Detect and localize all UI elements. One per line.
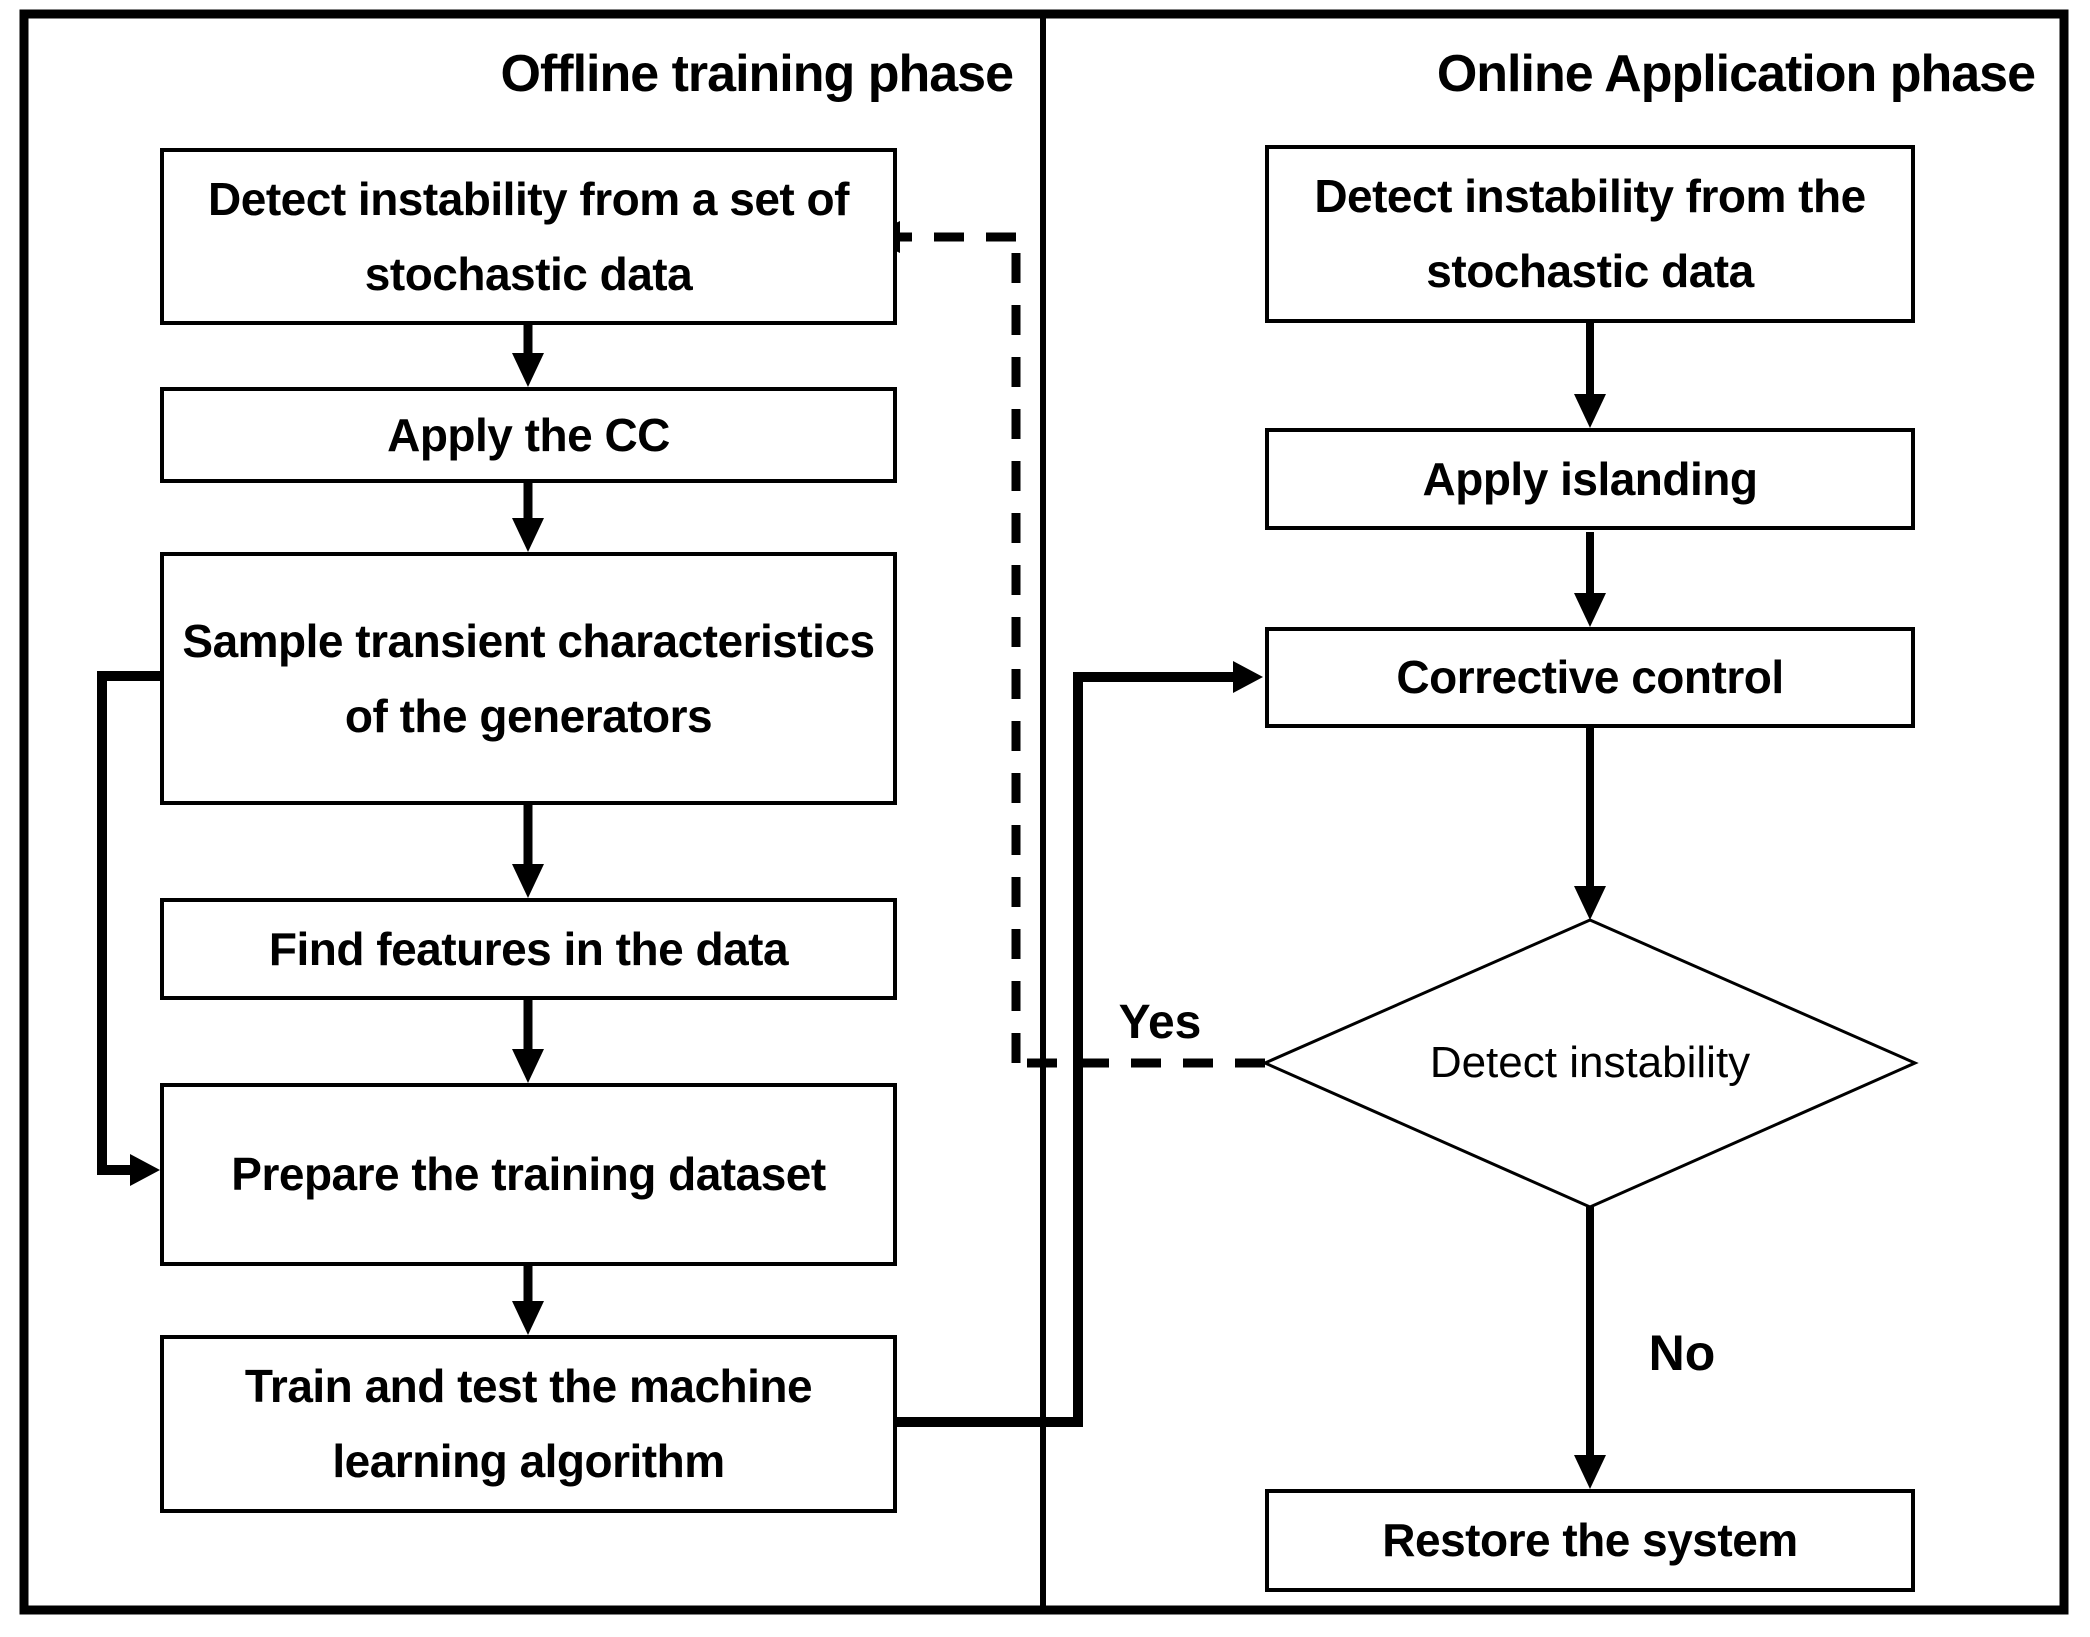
online-phase-title: Online Application phase <box>1436 45 2036 103</box>
train-to-corrective-line <box>897 661 1263 1427</box>
online-step-detect-instability: Detect instability from the stochastic d… <box>1265 145 1915 323</box>
offline-step-apply-cc: Apply the CC <box>160 387 897 483</box>
online-step-corrective-control: Corrective control <box>1265 627 1915 728</box>
online-step-apply-islanding: Apply islanding <box>1265 428 1915 530</box>
sample-to-prepare-feedback-line <box>97 671 160 1186</box>
offline-step-prepare-dataset: Prepare the training dataset <box>160 1083 897 1266</box>
decision-diamond <box>1261 918 1919 1209</box>
online-flow-arrows <box>1574 323 1606 1489</box>
no-branch-label: No <box>1648 1325 1716 1381</box>
offline-step-sample-transient: Sample transient characteristics of the … <box>160 552 897 805</box>
offline-flow-arrows <box>512 325 544 1335</box>
offline-step-find-features: Find features in the data <box>160 898 897 1000</box>
offline-step-detect-instability: Detect instability from a set of stochas… <box>160 148 897 325</box>
yes-retrain-dashed-line <box>866 221 1265 1068</box>
online-step-restore-system: Restore the system <box>1265 1489 1915 1592</box>
offline-phase-title: Offline training phase <box>500 45 1015 103</box>
decision-diamond-label: Detect instability <box>1429 1038 1751 1087</box>
offline-step-train-test: Train and test the machine learning algo… <box>160 1335 897 1513</box>
yes-branch-label: Yes <box>1118 995 1202 1049</box>
